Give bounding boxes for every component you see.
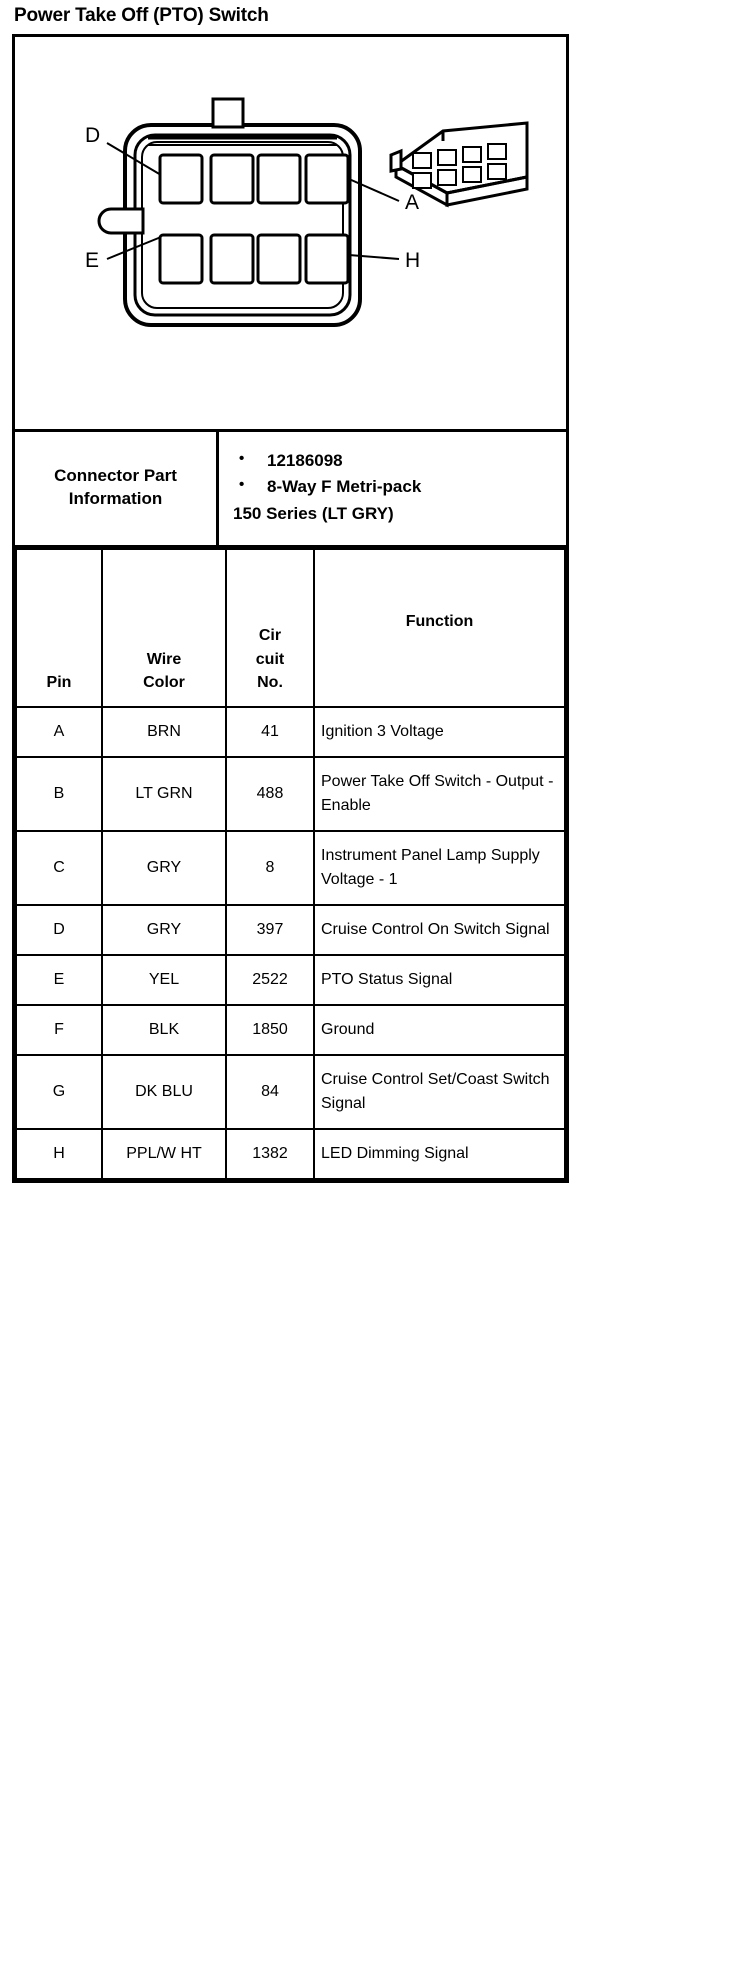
cell-pin: C	[15, 829, 103, 906]
header-circuit-line2: cuit	[255, 650, 285, 668]
cell-circuit-no: 488	[225, 755, 315, 832]
cell-function: PTO Status Signal	[313, 953, 566, 1006]
cell-pin: D	[15, 903, 103, 956]
cell-function: Power Take Off Switch - Output - Enable	[313, 755, 566, 832]
header-wire-color-line1: Wire	[146, 650, 182, 668]
cell-circuit-no: 1850	[225, 1003, 315, 1056]
cell-wire-color: YEL	[101, 953, 227, 1006]
cell-function: Instrument Panel Lamp Supply Voltage - 1	[313, 829, 566, 906]
connector-part-information-row: Connector Part Information 12186098 8-Wa…	[15, 431, 566, 548]
cell-wire-color: PPL/W HT	[101, 1127, 227, 1180]
callout-leader-lines	[106, 142, 400, 260]
cell-function: Ground	[313, 1003, 566, 1056]
header-wire-color-line2: Color	[143, 673, 185, 691]
page-title: Power Take Off (PTO) Switch	[14, 5, 269, 26]
cell-pin: H	[15, 1127, 103, 1180]
connector-part-series: 150 Series (LT GRY)	[233, 503, 394, 523]
connector-part-number: 12186098	[233, 447, 556, 474]
connector-diagram-panel: D E A H	[15, 37, 566, 432]
cell-wire-color: GRY	[101, 829, 227, 906]
content-frame: D E A H Connector Part Information 12186…	[12, 33, 569, 1183]
cell-circuit-no: 8	[225, 829, 315, 906]
cell-pin: E	[15, 953, 103, 1006]
cell-function: Ignition 3 Voltage	[313, 705, 566, 758]
callout-label-a: A	[405, 191, 419, 214]
cell-circuit-no: 84	[225, 1053, 315, 1130]
cell-wire-color: GRY	[101, 903, 227, 956]
callout-label-d: D	[85, 124, 100, 147]
cell-pin: B	[15, 755, 103, 832]
connector-isometric-view	[389, 121, 529, 208]
connector-diagram: D E A H	[15, 37, 566, 429]
header-circuit-line3: No.	[257, 673, 283, 691]
cell-pin: F	[15, 1003, 103, 1056]
cell-wire-color: BLK	[101, 1003, 227, 1056]
table-header-row: Pin Wire Color Cir cuit No. Function	[15, 547, 566, 708]
header-wire-color: Wire Color	[101, 547, 227, 708]
cell-function: Cruise Control Set/Coast Switch Signal	[313, 1053, 566, 1130]
connector-part-bullet-list: 12186098 8-Way F Metri-pack	[233, 447, 556, 501]
connector-face-front-view	[97, 97, 362, 327]
header-circuit-line1: Cir	[258, 627, 282, 645]
connector-part-type: 8-Way F Metri-pack	[233, 473, 556, 500]
connector-diagram-svg: D E A H	[85, 97, 529, 327]
cell-circuit-no: 1382	[225, 1127, 315, 1180]
callout-label-h: H	[405, 249, 420, 272]
connector-part-information-label: Connector Part Information	[15, 431, 219, 545]
cell-circuit-no: 397	[225, 903, 315, 956]
cell-function: LED Dimming Signal	[313, 1127, 566, 1180]
header-pin: Pin	[15, 547, 103, 708]
cell-circuit-no: 41	[225, 705, 315, 758]
cell-wire-color: DK BLU	[101, 1053, 227, 1130]
header-function: Function	[313, 547, 566, 708]
cell-pin: G	[15, 1053, 103, 1130]
callout-label-e: E	[85, 249, 99, 272]
header-circuit-no: Cir cuit No.	[225, 547, 315, 708]
cell-wire-color: LT GRN	[101, 755, 227, 832]
connector-part-information-body: 12186098 8-Way F Metri-pack 150 Series (…	[219, 432, 566, 545]
cell-wire-color: BRN	[101, 705, 227, 758]
cell-function: Cruise Control On Switch Signal	[313, 903, 566, 956]
cell-circuit-no: 2522	[225, 953, 315, 1006]
cell-pin: A	[15, 705, 103, 758]
